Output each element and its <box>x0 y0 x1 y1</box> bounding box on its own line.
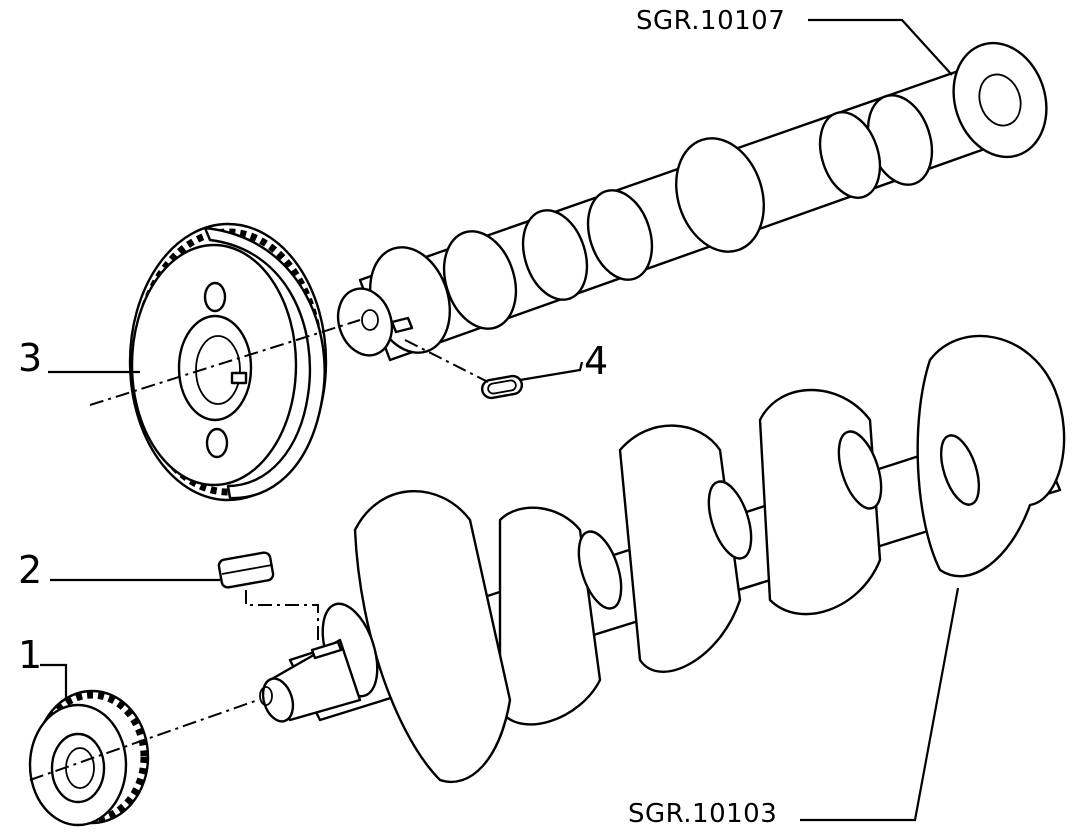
leader-camshaft <box>808 18 953 76</box>
label-item-1: 1 <box>18 633 42 677</box>
crankshaft-key <box>217 551 275 589</box>
crankshaft-gear <box>28 689 150 827</box>
crankshaft <box>259 334 1066 783</box>
cam-key-axis-line <box>404 339 489 383</box>
label-item-2: 2 <box>18 548 42 592</box>
leader-crankshaft <box>800 587 960 822</box>
label-item-3: 3 <box>18 336 42 380</box>
leader-item-1 <box>40 663 68 700</box>
label-camshaft-ref: SGR.10107 <box>636 6 785 36</box>
crank-key-axis-line <box>245 590 319 645</box>
camshaft-key <box>480 374 524 400</box>
label-item-4: 4 <box>584 339 608 383</box>
camshaft-axis-line <box>89 319 361 406</box>
label-crankshaft-ref: SGR.10103 <box>628 799 777 829</box>
camshaft <box>336 41 1048 362</box>
crankshaft-axis-line <box>29 699 259 781</box>
leader-item-4 <box>519 361 584 382</box>
